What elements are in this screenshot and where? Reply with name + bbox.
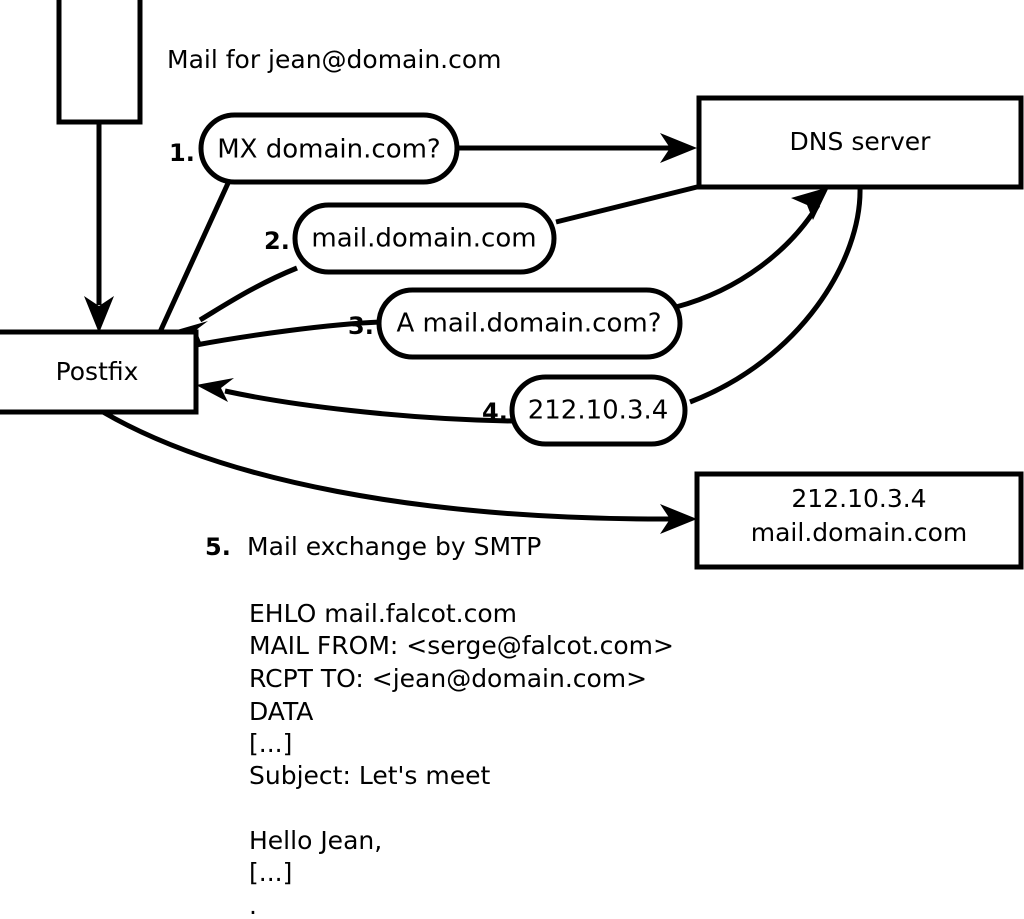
arrowhead-icon: [84, 296, 114, 333]
step-4-label: 212.10.3.4: [528, 396, 669, 426]
smtp-line: DATA: [249, 697, 313, 726]
step-2-number: 2.: [264, 227, 290, 255]
step-2-pill: [292, 202, 557, 275]
smtp-line: EHLO mail.falcot.com: [249, 599, 517, 628]
dns-server-box: [696, 95, 1024, 190]
smtp-line: .: [249, 891, 257, 919]
step-4-pill: [509, 374, 688, 447]
mail-server-ip-label: 212.10.3.4: [791, 484, 926, 513]
edge-step3-pill3-to-dns: [675, 187, 829, 310]
step-5-number: 5.: [205, 533, 231, 561]
step-3-label: A mail.domain.com?: [397, 309, 662, 339]
edge-step4-dns-to-pill4: [689, 186, 863, 405]
step-3-number: 3.: [348, 312, 374, 340]
edge-step5-postfix-to-mailserver: [101, 409, 697, 534]
step-1-label: MX domain.com?: [217, 135, 440, 165]
edge-line: [101, 409, 673, 522]
edge-step1-pill1-to-dns: [458, 133, 697, 163]
edge-step2-dns-to-pill2: [555, 184, 698, 225]
smtp-line: Hello Jean,: [249, 826, 382, 855]
arrowhead-icon: [660, 504, 697, 534]
arrowhead-icon: [196, 378, 234, 402]
step-3-pill: [376, 287, 683, 360]
mail-server-box: [694, 471, 1024, 570]
step-5-label: Mail exchange by SMTP: [247, 532, 541, 561]
mail-server-host-label: mail.domain.com: [751, 518, 967, 547]
edge-line: [195, 319, 381, 348]
smtp-line: [...]: [249, 729, 292, 758]
edge-step3-postfix-to-pill3: [195, 319, 381, 348]
edge-line: [689, 186, 863, 405]
edge-step1-postfix-to-pill1: [157, 179, 232, 334]
postfix-box: [0, 329, 199, 415]
mail-for-note: Mail for jean@domain.com: [167, 45, 502, 74]
step-4-number: 4.: [482, 398, 508, 426]
edge-line: [555, 184, 698, 225]
step-2-label: mail.domain.com: [311, 224, 536, 254]
arrowhead-icon: [660, 133, 697, 163]
step-1-number: 1.: [169, 139, 195, 167]
postfix-label: Postfix: [56, 357, 139, 386]
arrowhead-icon: [791, 187, 829, 220]
edge-line: [675, 203, 821, 310]
smtp-line: Subject: Let's meet: [249, 761, 490, 790]
edge-line: [198, 265, 298, 323]
edge-sender-to-postfix: [84, 122, 114, 333]
sender-box: [56, 0, 143, 125]
edge-line: [157, 179, 232, 334]
edge-line: [224, 388, 513, 424]
smtp-transcript: EHLO mail.falcot.com MAIL FROM: <serge@f…: [249, 599, 674, 919]
smtp-line: MAIL FROM: <serge@falcot.com>: [249, 631, 674, 660]
dns-server-label: DNS server: [790, 127, 932, 156]
smtp-line: RCPT TO: <jean@domain.com>: [249, 664, 647, 693]
step-1-pill: [198, 112, 460, 185]
edge-step4-pill4-to-postfix: [196, 378, 513, 424]
smtp-line: [...]: [249, 858, 292, 887]
